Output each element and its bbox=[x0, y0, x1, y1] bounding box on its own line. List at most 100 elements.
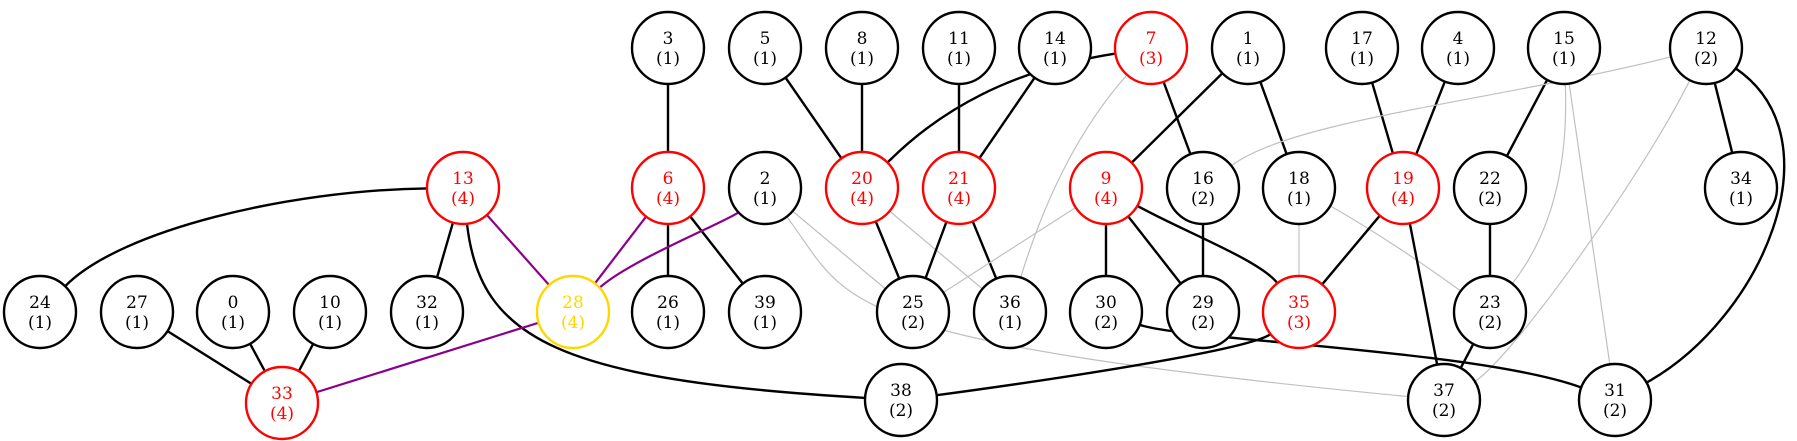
graph-node-31: 31(2) bbox=[1577, 362, 1653, 438]
graph-node-33: 33(4) bbox=[244, 365, 320, 441]
edge-20-25 bbox=[874, 220, 901, 280]
graph-node-6: 6(4) bbox=[630, 150, 706, 226]
node-count-label: (4) bbox=[561, 313, 585, 333]
edge-15-23 bbox=[1511, 83, 1567, 285]
node-id-label: 24 bbox=[29, 293, 51, 313]
node-circle bbox=[1703, 150, 1779, 226]
graph-node-14: 14(1) bbox=[1017, 10, 1093, 86]
graph-node-8: 8(1) bbox=[824, 10, 900, 86]
node-id-label: 34 bbox=[1730, 169, 1752, 189]
edge-12-16 bbox=[1230, 56, 1672, 167]
node-circle bbox=[1068, 150, 1144, 226]
node-count-label: (4) bbox=[1094, 189, 1118, 209]
node-id-label: 20 bbox=[851, 169, 873, 189]
node-id-label: 35 bbox=[1288, 293, 1310, 313]
node-count-label: (1) bbox=[1236, 49, 1260, 69]
node-count-label: (2) bbox=[1191, 313, 1215, 333]
node-count-label: (1) bbox=[1287, 189, 1311, 209]
node-id-label: 15 bbox=[1553, 29, 1575, 49]
graph-node-10: 10(1) bbox=[292, 274, 368, 350]
node-count-label: (2) bbox=[901, 313, 925, 333]
node-circle bbox=[389, 274, 465, 350]
edge-1-9 bbox=[1130, 72, 1224, 164]
graph-node-1: 1(1) bbox=[1210, 10, 1286, 86]
node-id-label: 16 bbox=[1192, 169, 1214, 189]
graph-node-29: 29(2) bbox=[1165, 274, 1241, 350]
node-id-label: 26 bbox=[657, 293, 679, 313]
graph-node-12: 12(2) bbox=[1668, 10, 1744, 86]
node-count-label: (4) bbox=[947, 189, 971, 209]
node-circle bbox=[1261, 274, 1337, 350]
node-id-label: 10 bbox=[319, 293, 341, 313]
graph-node-7: 7(3) bbox=[1113, 10, 1189, 86]
graph-node-38: 38(2) bbox=[863, 362, 939, 438]
node-count-label: (2) bbox=[1694, 49, 1718, 69]
node-circle bbox=[727, 150, 803, 226]
node-circle bbox=[727, 10, 803, 86]
node-circle bbox=[630, 274, 706, 350]
graph-node-2: 2(1) bbox=[727, 150, 803, 226]
node-id-label: 6 bbox=[663, 169, 674, 189]
node-id-label: 30 bbox=[1095, 293, 1117, 313]
node-count-label: (1) bbox=[1552, 49, 1576, 69]
node-id-label: 32 bbox=[416, 293, 438, 313]
node-circle bbox=[1668, 10, 1744, 86]
node-id-label: 1 bbox=[1243, 29, 1254, 49]
edge-2-28 bbox=[598, 211, 740, 289]
node-circle bbox=[1165, 150, 1241, 226]
edge-13-32 bbox=[435, 222, 455, 278]
node-count-label: (1) bbox=[850, 49, 874, 69]
node-id-label: 9 bbox=[1101, 169, 1112, 189]
graph-node-27: 27(1) bbox=[99, 274, 175, 350]
node-count-label: (2) bbox=[1603, 401, 1627, 421]
node-count-label: (1) bbox=[1043, 49, 1067, 69]
node-count-label: (1) bbox=[1446, 49, 1470, 69]
graph-node-18: 18(1) bbox=[1261, 150, 1337, 226]
edge-6-28 bbox=[594, 215, 647, 285]
node-id-label: 17 bbox=[1351, 29, 1373, 49]
node-count-label: (4) bbox=[850, 189, 874, 209]
node-id-label: 11 bbox=[948, 29, 970, 49]
edge-13-24 bbox=[64, 187, 428, 288]
graph-node-37: 37(2) bbox=[1406, 362, 1482, 438]
node-id-label: 29 bbox=[1192, 293, 1214, 313]
node-count-label: (4) bbox=[656, 189, 680, 209]
node-count-label: (2) bbox=[1432, 401, 1456, 421]
node-circle bbox=[2, 274, 78, 350]
edge-9-29 bbox=[1127, 215, 1182, 285]
node-id-label: 31 bbox=[1604, 381, 1626, 401]
node-id-label: 0 bbox=[228, 293, 239, 313]
graph-node-35: 35(3) bbox=[1261, 274, 1337, 350]
edge-15-22 bbox=[1505, 79, 1549, 157]
node-circle bbox=[1420, 10, 1496, 86]
graph-node-28: 28(4) bbox=[535, 274, 611, 350]
node-count-label: (4) bbox=[451, 189, 475, 209]
node-circle bbox=[99, 274, 175, 350]
edge-35-38 bbox=[936, 333, 1272, 397]
graph-node-5: 5(1) bbox=[727, 10, 803, 86]
node-count-label: (2) bbox=[1478, 189, 1502, 209]
graph-node-11: 11(1) bbox=[921, 10, 997, 86]
graph-node-3: 3(1) bbox=[630, 10, 706, 86]
node-count-label: (1) bbox=[947, 49, 971, 69]
node-id-label: 36 bbox=[999, 293, 1021, 313]
edge-1-18 bbox=[1259, 81, 1288, 155]
node-id-label: 5 bbox=[760, 29, 771, 49]
node-id-label: 3 bbox=[663, 29, 674, 49]
node-count-label: (1) bbox=[221, 313, 245, 333]
edge-19-37 bbox=[1408, 223, 1439, 365]
graph-node-21: 21(4) bbox=[921, 150, 997, 226]
edge-28-33 bbox=[316, 321, 539, 394]
edge-4-19 bbox=[1415, 81, 1446, 155]
node-circle bbox=[1017, 10, 1093, 86]
node-circle bbox=[1113, 10, 1189, 86]
node-count-label: (2) bbox=[889, 401, 913, 421]
node-circle bbox=[875, 274, 951, 350]
node-id-label: 37 bbox=[1433, 381, 1455, 401]
node-count-label: (1) bbox=[1350, 49, 1374, 69]
node-count-label: (3) bbox=[1287, 313, 1311, 333]
node-circle bbox=[863, 362, 939, 438]
graph-node-32: 32(1) bbox=[389, 274, 465, 350]
node-count-label: (2) bbox=[1094, 313, 1118, 333]
